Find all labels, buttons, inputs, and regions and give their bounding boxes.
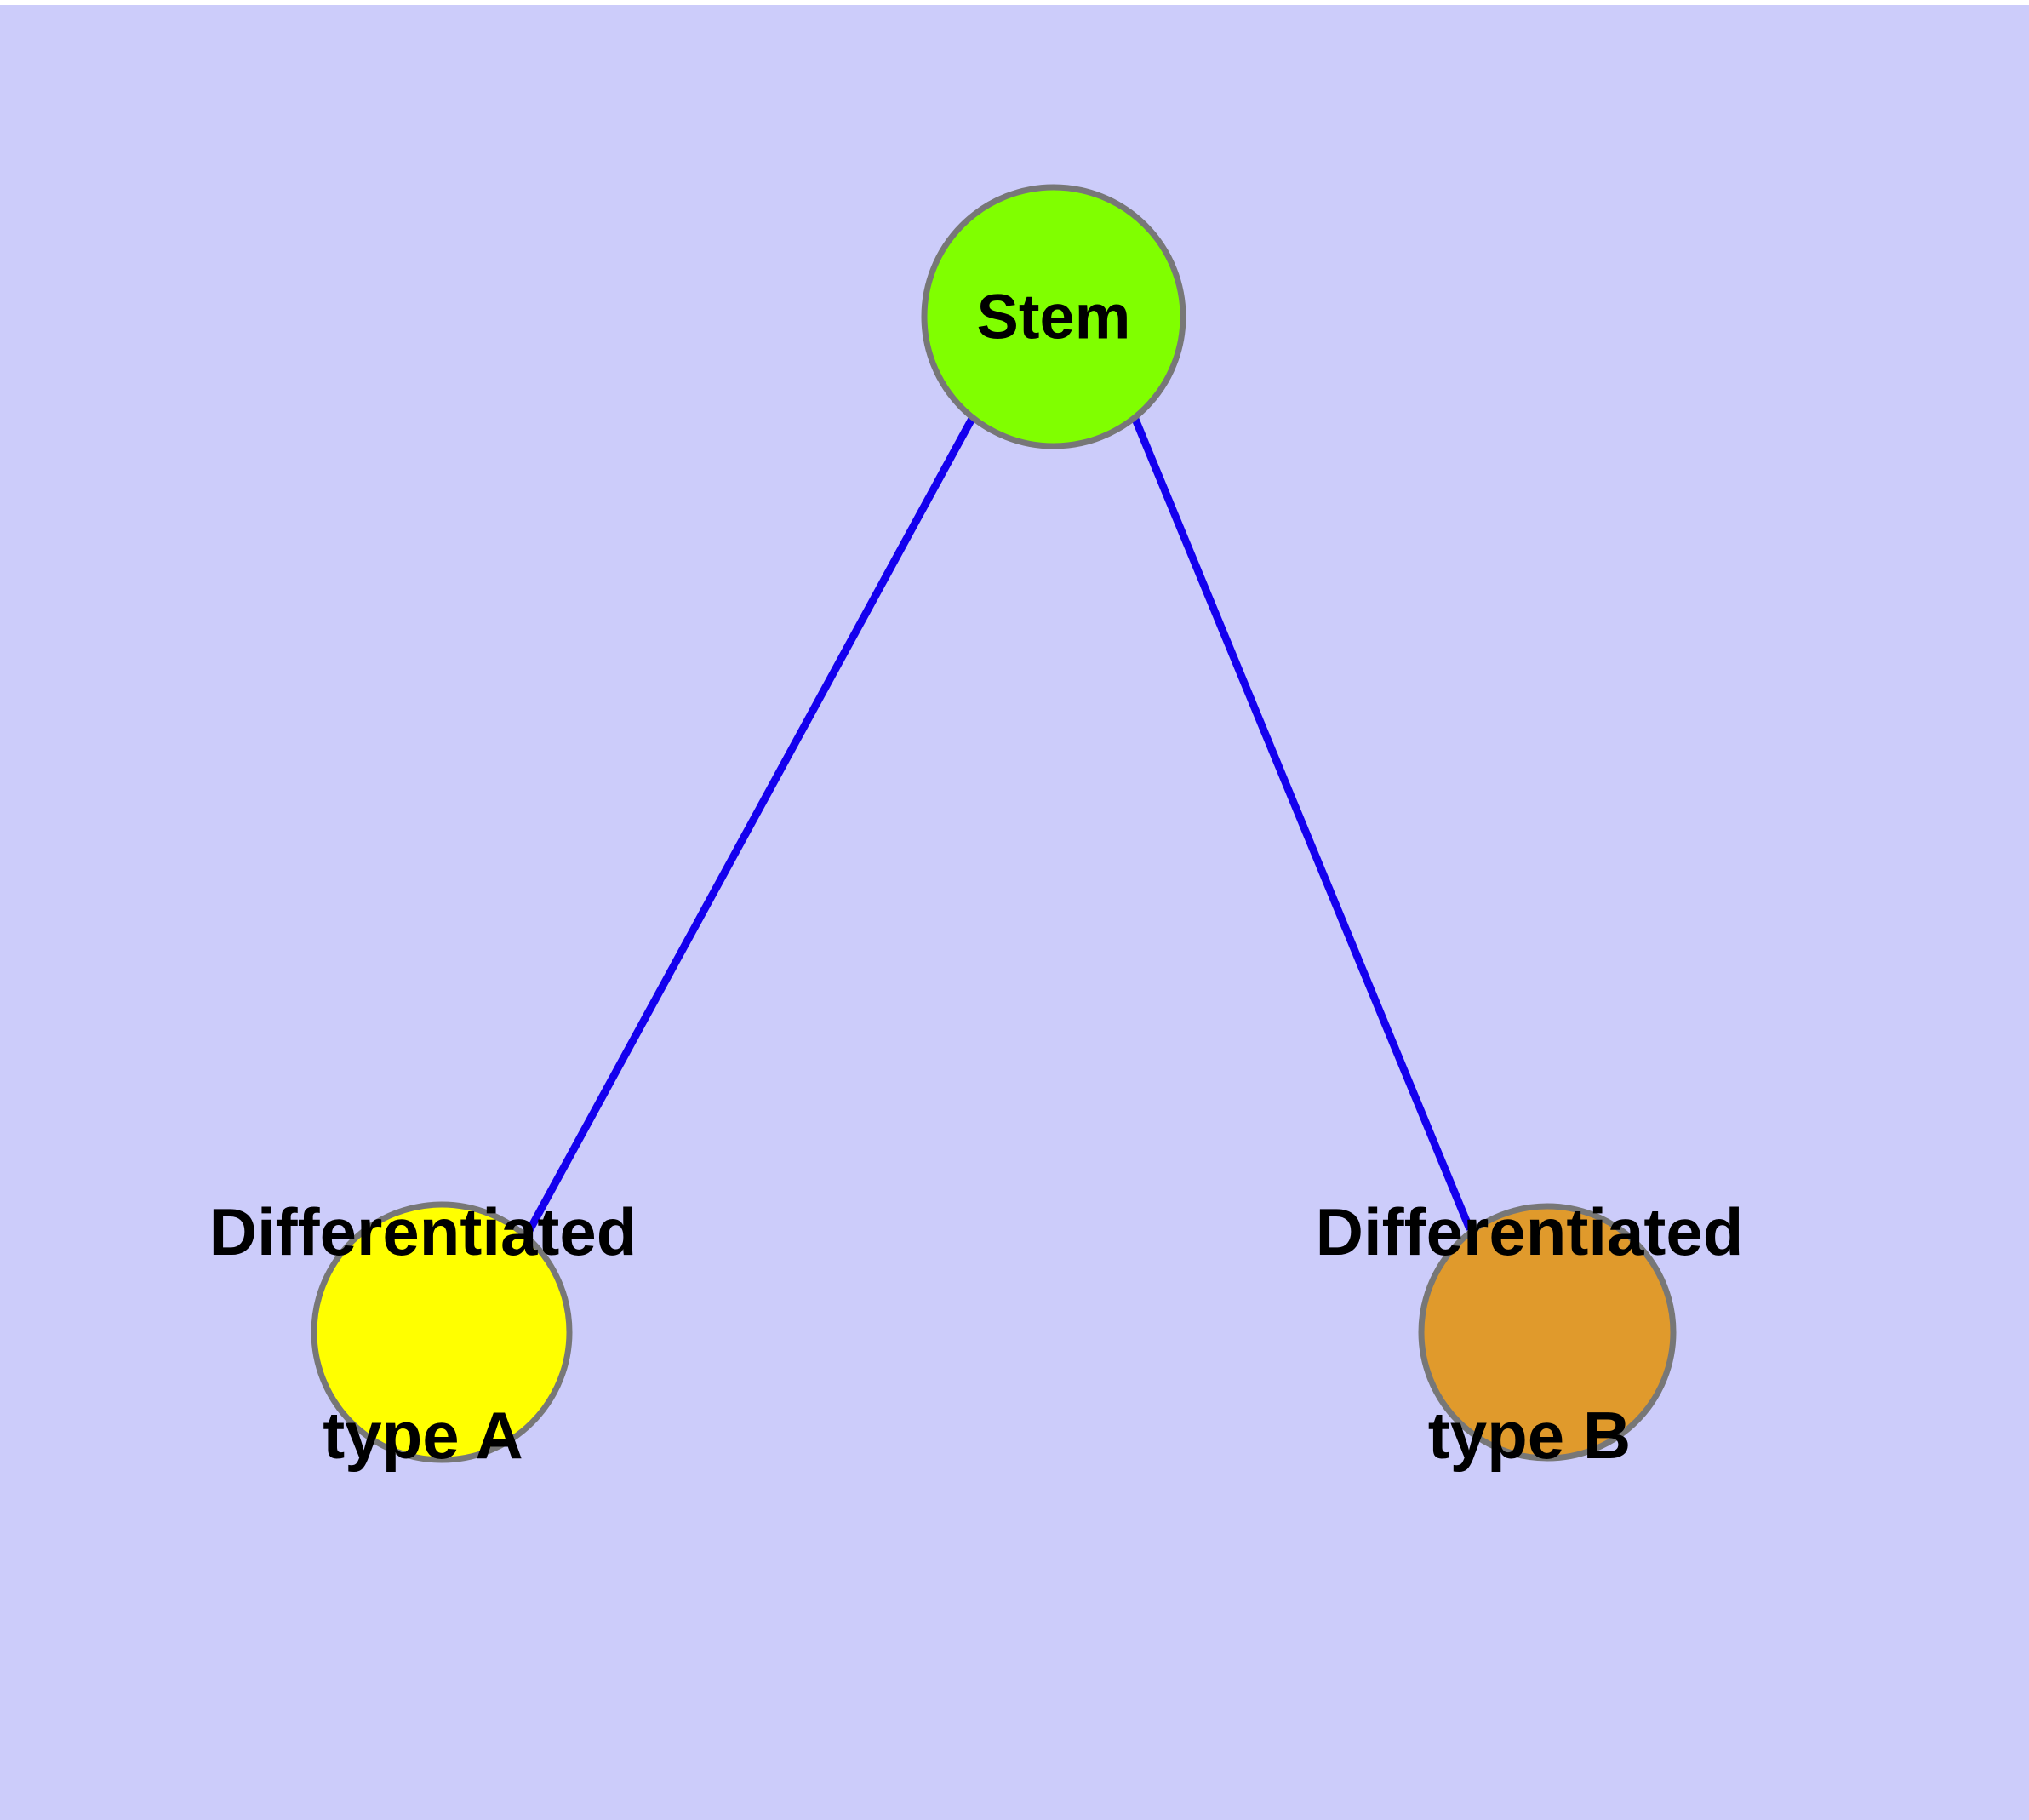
edge-stem-to-differentiated-type-b[interactable] xyxy=(1130,415,1474,1231)
node-layer xyxy=(311,184,1677,1463)
edge-stem-to-differentiated-type-a[interactable] xyxy=(518,415,976,1247)
node-stem[interactable] xyxy=(921,184,1186,449)
edge-layer xyxy=(518,415,1474,1247)
node-differentiated-type-b[interactable] xyxy=(1418,1203,1677,1462)
node-differentiated-type-a[interactable] xyxy=(311,1201,573,1463)
